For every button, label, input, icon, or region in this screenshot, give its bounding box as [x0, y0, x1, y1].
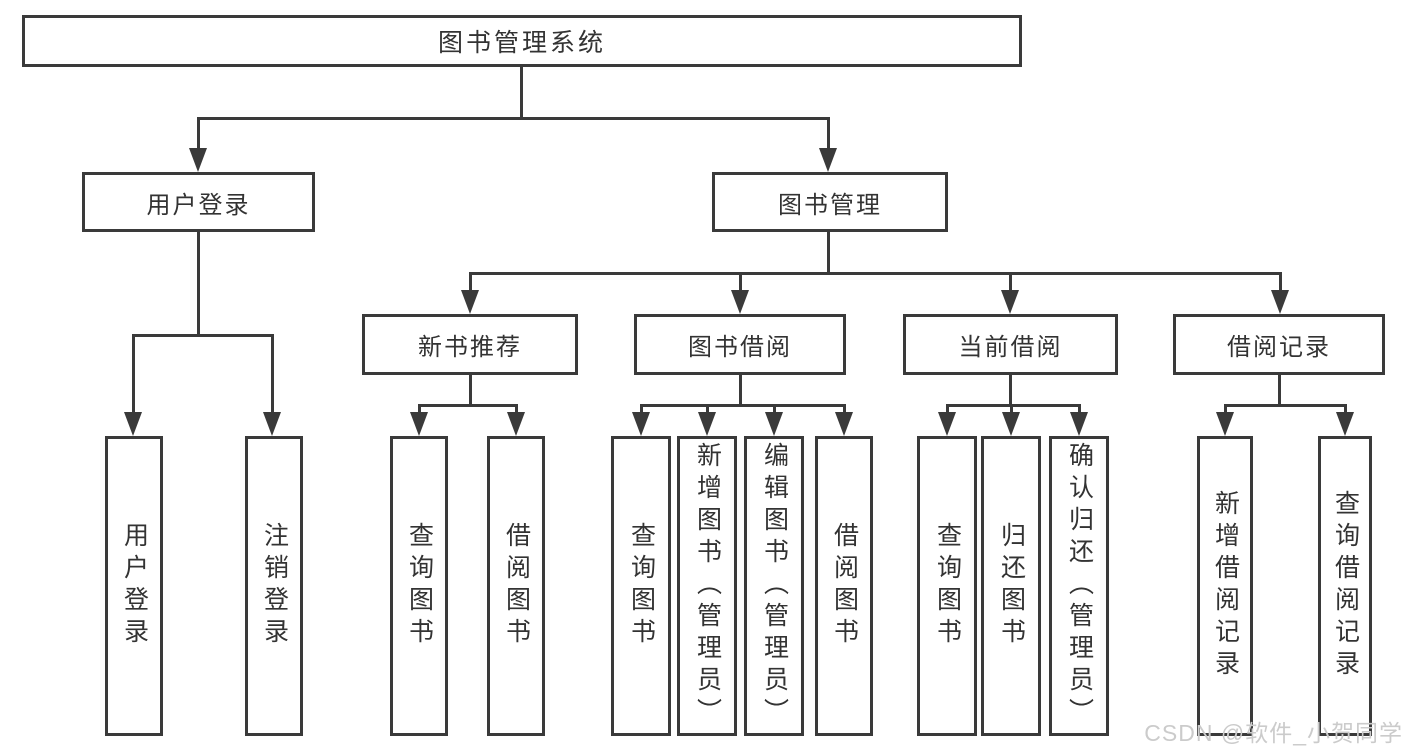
- watermark: CSDN @软件_小贺同学: [1144, 720, 1403, 746]
- connector-line: [1224, 404, 1347, 407]
- connector-line: [773, 404, 776, 414]
- connector-line: [1009, 375, 1012, 406]
- arrow-down-icon: [1001, 290, 1019, 314]
- leaf-confirm-return-admin: 确认归还（管理员）: [1049, 436, 1109, 736]
- arrow-down-icon: [461, 290, 479, 314]
- connector-line: [946, 404, 949, 414]
- connector-line: [1344, 404, 1347, 414]
- arrow-down-icon: [835, 412, 853, 436]
- leaf-query-books-recommend: 查询图书: [390, 436, 448, 736]
- arrow-down-icon: [1271, 290, 1289, 314]
- leaf-borrow-books: 借阅图书: [815, 436, 873, 736]
- arrow-down-icon: [507, 412, 525, 436]
- arrow-down-icon: [189, 148, 207, 172]
- leaf-logout-login: 注销登录: [245, 436, 303, 736]
- connector-line: [1224, 404, 1227, 414]
- connector-line: [520, 66, 523, 118]
- connector-line: [739, 375, 742, 406]
- connector-line: [271, 334, 274, 414]
- connector-line: [1009, 272, 1012, 292]
- leaf-edit-book-admin: 编辑图书（管理员）: [744, 436, 804, 736]
- leaf-query-borrow-record: 查询借阅记录: [1318, 436, 1372, 736]
- connector-line: [827, 232, 830, 274]
- leaf-add-book-admin: 新增图书（管理员）: [677, 436, 737, 736]
- arrow-down-icon: [819, 148, 837, 172]
- leaf-user-login: 用户登录: [105, 436, 163, 736]
- arrow-down-icon: [731, 290, 749, 314]
- arrow-down-icon: [698, 412, 716, 436]
- connector-line: [469, 272, 472, 292]
- connector-line: [418, 404, 421, 414]
- connector-line: [1010, 404, 1013, 414]
- connector-line: [1078, 404, 1081, 414]
- connector-line: [515, 404, 518, 414]
- arrow-down-icon: [938, 412, 956, 436]
- arrow-down-icon: [765, 412, 783, 436]
- connector-line: [469, 375, 472, 406]
- node-library-management-system: 图书管理系统: [22, 15, 1022, 67]
- node-borrowing-records: 借阅记录: [1173, 314, 1385, 375]
- arrow-down-icon: [1070, 412, 1088, 436]
- connector-line: [739, 272, 742, 292]
- connector-line: [197, 117, 830, 120]
- node-new-book-recommendation: 新书推荐: [362, 314, 578, 375]
- connector-line: [418, 404, 518, 407]
- arrow-down-icon: [410, 412, 428, 436]
- leaf-add-borrow-record: 新增借阅记录: [1197, 436, 1253, 736]
- connector-line: [132, 334, 135, 414]
- arrow-down-icon: [1002, 412, 1020, 436]
- connector-line: [640, 404, 844, 407]
- connector-line: [843, 404, 846, 414]
- arrow-down-icon: [124, 412, 142, 436]
- connector-line: [1278, 375, 1281, 406]
- connector-line: [132, 334, 274, 337]
- connector-line: [1279, 272, 1282, 292]
- leaf-query-books-current: 查询图书: [917, 436, 977, 736]
- leaf-query-books-borrow: 查询图书: [611, 436, 671, 736]
- connector-line: [197, 117, 200, 150]
- connector-line: [706, 404, 709, 414]
- leaf-borrow-books-recommend: 借阅图书: [487, 436, 545, 736]
- connector-line: [827, 117, 830, 150]
- node-user-login: 用户登录: [82, 172, 315, 232]
- connector-line: [946, 404, 1080, 407]
- node-current-borrowing: 当前借阅: [903, 314, 1118, 375]
- connector-line: [469, 272, 1281, 275]
- arrow-down-icon: [1336, 412, 1354, 436]
- node-book-management: 图书管理: [712, 172, 948, 232]
- arrow-down-icon: [263, 412, 281, 436]
- node-book-borrowing: 图书借阅: [634, 314, 846, 375]
- arrow-down-icon: [632, 412, 650, 436]
- connector-line: [640, 404, 643, 414]
- leaf-return-books: 归还图书: [981, 436, 1041, 736]
- connector-line: [197, 232, 200, 336]
- arrow-down-icon: [1216, 412, 1234, 436]
